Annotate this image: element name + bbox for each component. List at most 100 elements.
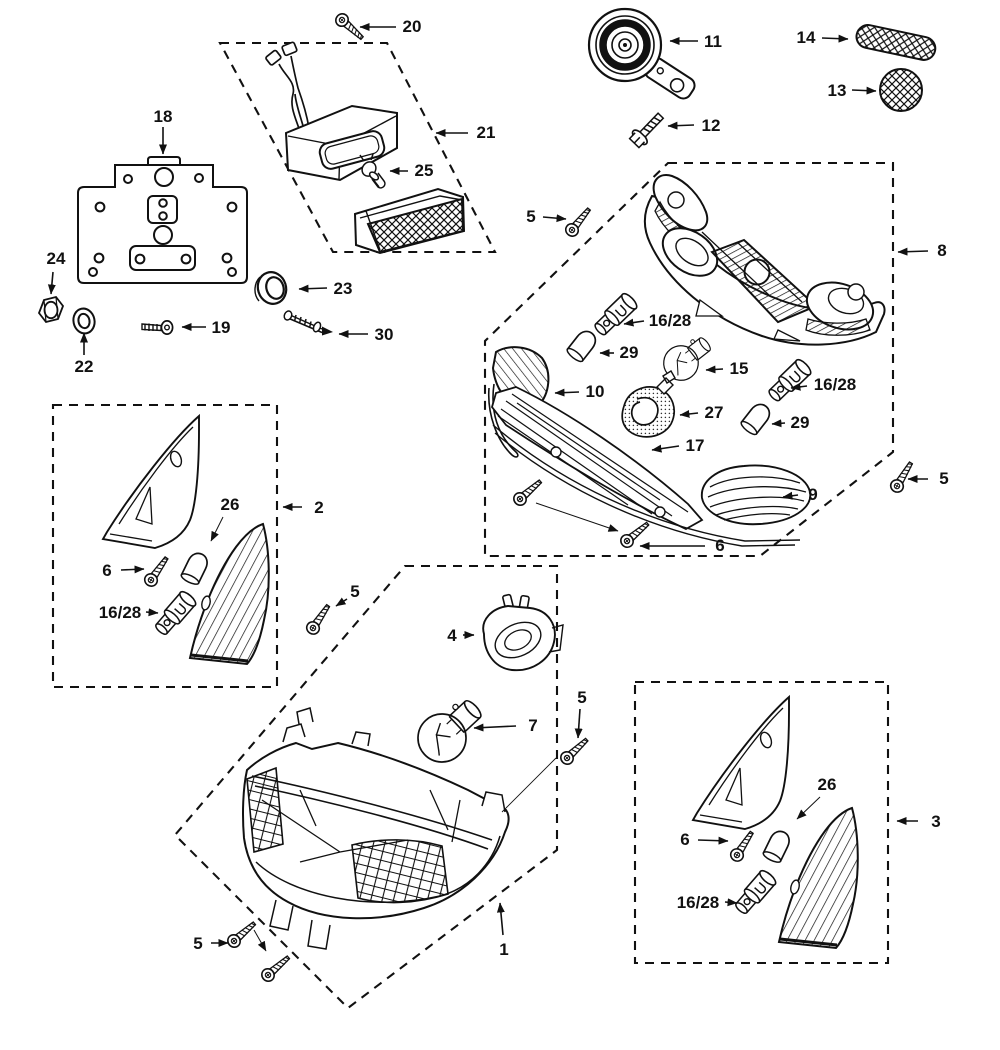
headlight-group	[224, 593, 592, 985]
part-label-29: 29	[791, 413, 810, 432]
part-label-30: 30	[375, 325, 394, 344]
front-cover-group-box	[483, 161, 895, 558]
washer-part-22	[72, 307, 96, 335]
signal-housing-right	[691, 694, 790, 830]
signal-lens-left	[188, 522, 270, 666]
headlight-group-box	[173, 564, 559, 1010]
part-label-13: 13	[828, 81, 847, 100]
taillight-body	[284, 104, 398, 182]
callout-labels: 20 21 25 18 24 22 19 23 30 11 12 14 13 5…	[47, 17, 949, 959]
part-label-16-28: 16/28	[814, 375, 857, 394]
nut-part-24	[37, 295, 65, 324]
screw-part-6	[141, 553, 173, 590]
screw-part-6	[617, 517, 653, 551]
grommet-part-23	[254, 271, 288, 305]
cap-part-26	[761, 827, 794, 866]
bulb-part-7	[407, 687, 494, 773]
right-signal-group-box	[633, 680, 890, 965]
part-label-16-28: 16/28	[99, 603, 142, 622]
screw-part-19	[141, 320, 174, 335]
screw-part-5	[224, 917, 260, 951]
part-label-10: 10	[586, 382, 605, 401]
part-label-24: 24	[47, 249, 66, 268]
cap-part-26	[179, 549, 212, 588]
part-label-16-28: 16/28	[649, 311, 692, 330]
taillight-lens	[353, 187, 466, 255]
bulb-part-16-28	[731, 867, 779, 918]
part-label-3: 3	[931, 812, 940, 831]
part-label-5: 5	[526, 207, 535, 226]
bracket-part-18	[77, 156, 248, 284]
screw-link-arrow	[253, 929, 267, 952]
screw-part-5	[557, 734, 592, 768]
part-label-23: 23	[334, 279, 353, 298]
hardware-left	[37, 271, 333, 336]
part-label-26: 26	[221, 495, 240, 514]
callout-arrows	[47, 23, 929, 947]
taillight-assembly-part-21	[265, 10, 466, 255]
part-label-25: 25	[415, 161, 434, 180]
horn-part-11	[587, 7, 696, 100]
headlight-housing-part-1	[242, 707, 557, 950]
part-label-14: 14	[797, 28, 816, 47]
horn-and-meshes	[587, 7, 937, 149]
front-cover-part-8	[644, 174, 886, 346]
screw-part-5	[887, 458, 918, 496]
part-label-9: 9	[808, 485, 817, 504]
part-label-1: 1	[499, 940, 508, 959]
pin-part-30	[283, 310, 333, 336]
signal-lens-right	[777, 806, 859, 950]
part-label-29: 29	[620, 343, 639, 362]
part-label-6: 6	[680, 830, 689, 849]
grille-part-17	[491, 386, 801, 547]
part-label-22: 22	[75, 357, 94, 376]
right-signal-group	[691, 694, 859, 950]
screw-part-5	[258, 951, 294, 985]
part-label-21: 21	[477, 123, 496, 142]
bulb-part-16-28	[764, 356, 814, 406]
screw-link-arrow	[535, 502, 619, 532]
bolt-part-12	[628, 112, 665, 149]
cap-part-29	[564, 326, 601, 365]
part-label-11: 11	[704, 32, 722, 51]
socket-part-4	[482, 593, 564, 672]
screw-part-5	[562, 204, 595, 240]
screw-part-6	[510, 475, 546, 509]
cap-part-29	[738, 399, 775, 438]
part-label-4: 4	[447, 626, 457, 645]
part-label-27: 27	[705, 403, 724, 422]
part-label-6: 6	[102, 561, 111, 580]
bulb-part-16-28	[151, 588, 199, 639]
part-label-2: 2	[314, 498, 323, 517]
taillight-group-box	[218, 41, 497, 254]
part-label-6: 6	[715, 536, 724, 555]
part-label-15: 15	[730, 359, 749, 378]
signal-housing-left	[101, 413, 200, 549]
part-label-5: 5	[193, 934, 202, 953]
screw-part-6	[727, 828, 758, 865]
part-label-16-28: 16/28	[677, 893, 720, 912]
bulb-part-16-28	[590, 290, 640, 340]
part-label-12: 12	[702, 116, 721, 135]
mesh-part-13	[879, 68, 923, 112]
part-label-18: 18	[154, 107, 173, 126]
part-label-7: 7	[528, 716, 537, 735]
part-label-17: 17	[686, 436, 705, 455]
bulb-part-25	[359, 153, 386, 189]
lens-part-9	[701, 464, 812, 526]
part-label-20: 20	[403, 17, 422, 36]
front-cover-group	[487, 174, 918, 551]
part-label-19: 19	[212, 318, 231, 337]
part-label-5: 5	[939, 469, 948, 488]
part-label-5: 5	[350, 582, 359, 601]
screw-part-5	[303, 601, 335, 638]
group-outlines	[51, 41, 895, 1010]
part-label-26: 26	[818, 775, 837, 794]
part-label-8: 8	[937, 241, 946, 260]
taillight-wires	[265, 41, 311, 139]
part-label-5: 5	[577, 688, 586, 707]
socket-part-27	[621, 370, 676, 438]
left-signal-group	[101, 413, 270, 666]
